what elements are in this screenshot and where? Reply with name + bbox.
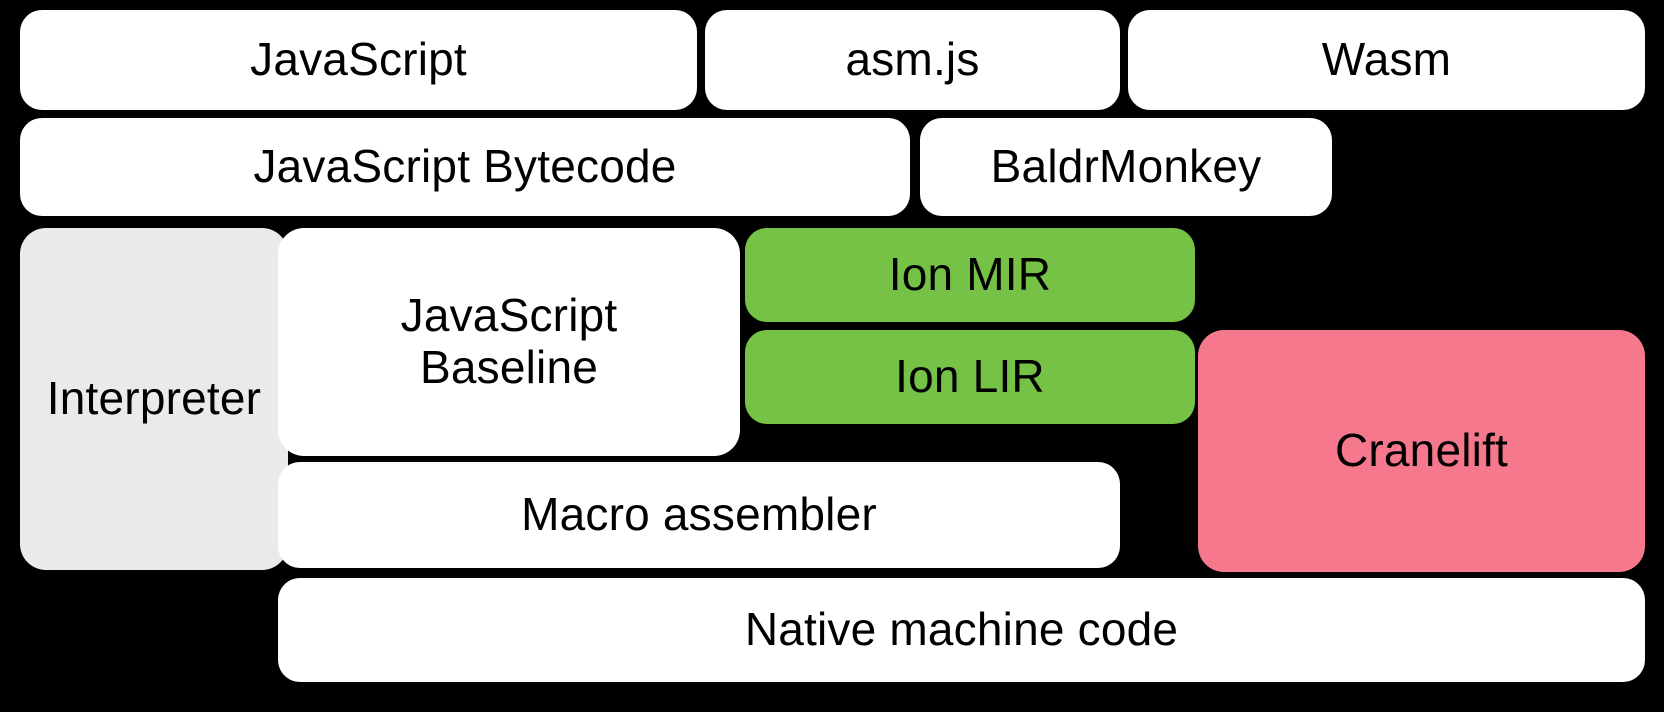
node-ion-lir: Ion LIR	[745, 330, 1195, 424]
node-javascript-bytecode: JavaScript Bytecode	[20, 118, 910, 216]
node-baldrmonkey: BaldrMonkey	[920, 118, 1332, 216]
node-javascript-baseline: JavaScript Baseline	[278, 228, 740, 456]
node-ion-mir: Ion MIR	[745, 228, 1195, 322]
node-native-machine-code: Native machine code	[278, 578, 1645, 682]
node-wasm: Wasm	[1128, 10, 1645, 110]
node-cranelift: Cranelift	[1198, 330, 1645, 572]
node-interpreter: Interpreter	[20, 228, 288, 570]
node-macro-assembler: Macro assembler	[278, 462, 1120, 568]
node-asm-js: asm.js	[705, 10, 1120, 110]
node-javascript: JavaScript	[20, 10, 697, 110]
